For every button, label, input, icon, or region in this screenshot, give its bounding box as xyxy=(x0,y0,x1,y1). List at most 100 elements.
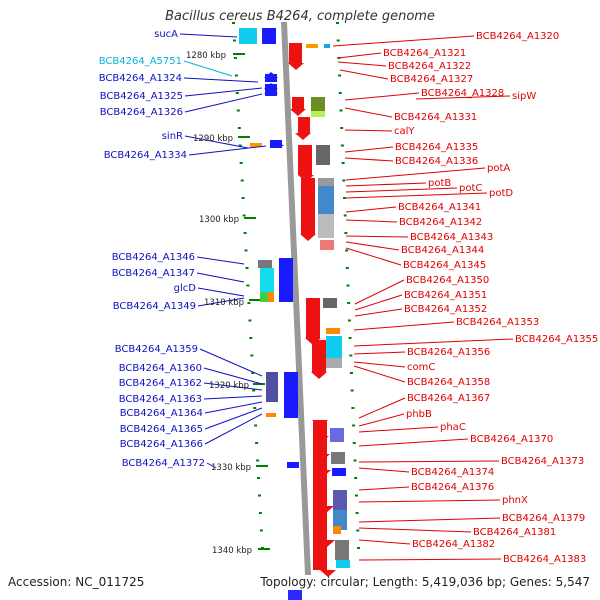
right-gene-leader xyxy=(358,460,500,463)
right-gene-leader xyxy=(345,182,427,187)
left-gene-label: BCB4264_A1365 xyxy=(120,424,203,435)
left-gene-feature xyxy=(268,292,274,302)
right-gene-feature xyxy=(318,178,334,186)
right-gene-leader xyxy=(345,247,402,266)
left-gene-label: sucA xyxy=(154,29,178,40)
left-arrow-icon xyxy=(279,262,293,268)
track-tick-right xyxy=(352,424,356,427)
right-gene-label: BCB4264_A1376 xyxy=(411,482,494,493)
right-gene-feature xyxy=(326,328,340,334)
track-tick-left xyxy=(247,302,251,304)
left-arrow-icon xyxy=(264,72,278,78)
right-gene-label: potA xyxy=(487,163,510,174)
left-gene-label: BCB4264_A1325 xyxy=(100,91,183,102)
track-tick-right xyxy=(342,179,346,182)
right-gene-label: calY xyxy=(394,126,415,137)
track-tick-left xyxy=(233,57,237,59)
right-gene-leader xyxy=(354,279,405,305)
right-gene-label: BCB4264_A1374 xyxy=(411,467,494,478)
right-gene-label: BCB4264_A1341 xyxy=(398,202,481,213)
track-tick-left xyxy=(254,424,258,427)
right-gene-leader xyxy=(353,365,406,383)
track-tick-left xyxy=(242,214,246,217)
right-gene-feature xyxy=(292,97,304,109)
track-tick-right xyxy=(338,74,342,77)
left-gene-label: BCB4264_A1359 xyxy=(115,344,198,355)
left-arrow-icon xyxy=(284,372,298,378)
right-gene-label: phbB xyxy=(406,409,432,420)
kbp-tick-label: 1330 kbp xyxy=(211,463,251,473)
track-tick-right xyxy=(346,284,350,287)
track-tick-right xyxy=(341,162,345,164)
right-gene-feature xyxy=(318,214,334,238)
left-gene-feature xyxy=(287,462,299,468)
right-gene-leader xyxy=(344,129,393,132)
right-gene-label: BCB4264_A1355 xyxy=(515,334,598,345)
left-gene-label: sinR xyxy=(162,131,183,142)
right-gene-label: BCB4264_A1343 xyxy=(410,232,493,243)
track-tick-left xyxy=(237,127,241,129)
left-gene-leader xyxy=(203,382,263,391)
right-gene-leader xyxy=(358,527,472,533)
track-tick-left xyxy=(235,92,239,94)
left-gene-leader xyxy=(206,462,217,469)
left-gene-label: BCB4264_A1347 xyxy=(112,268,195,279)
track-tick-left xyxy=(236,109,240,112)
track-tick-right xyxy=(350,389,354,392)
left-gene-leader xyxy=(184,135,249,149)
right-gene-label: BCB4264_A1353 xyxy=(456,317,539,328)
right-gene-label: BCB4264_A1373 xyxy=(501,456,584,467)
left-arrow-icon xyxy=(284,390,298,396)
left-gene-label: BCB4264_A1362 xyxy=(119,378,202,389)
right-arrow-icon xyxy=(288,63,304,70)
right-gene-feature xyxy=(332,468,346,476)
left-gene-leader xyxy=(197,297,245,307)
right-gene-label: BCB4264_A1382 xyxy=(412,539,495,550)
left-gene-label: BCB4264_A5751 xyxy=(99,56,182,67)
left-arrow-icon xyxy=(264,83,278,89)
right-gene-leader xyxy=(358,486,410,491)
left-gene-label: BCB4264_A1326 xyxy=(100,107,183,118)
track-tick-left xyxy=(256,459,260,462)
left-gene-label: BCB4264_A1364 xyxy=(120,408,203,419)
left-gene-feature xyxy=(266,372,278,402)
left-gene-leader xyxy=(204,413,263,445)
right-gene-feature xyxy=(320,240,334,250)
track-tick-left xyxy=(249,337,253,339)
right-gene-feature xyxy=(336,560,350,568)
track-tick-left xyxy=(234,74,238,77)
track-tick-left xyxy=(233,39,236,42)
right-gene-leader xyxy=(358,558,502,561)
left-gene-leader xyxy=(197,287,245,297)
right-arrow-icon xyxy=(300,234,316,241)
left-arrow-icon xyxy=(284,381,298,387)
track-tick-right xyxy=(343,214,347,217)
right-gene-feature xyxy=(333,510,347,530)
left-gene-label: BCB4264_A1349 xyxy=(113,301,196,312)
kbp-tick-label: 1320 kbp xyxy=(209,381,249,391)
kbp-tick-label: 1280 kbp xyxy=(186,51,226,61)
right-gene-leader xyxy=(344,92,420,101)
track-tick-right xyxy=(339,109,343,112)
right-gene-feature xyxy=(306,298,320,338)
track-tick-left xyxy=(253,407,257,409)
right-arrow-icon xyxy=(320,570,336,577)
track-tick-right xyxy=(349,354,353,357)
right-gene-label: BCB4264_A1344 xyxy=(401,245,484,256)
right-gene-leader xyxy=(358,438,469,447)
right-gene-leader xyxy=(358,499,501,503)
track-tick-right xyxy=(343,197,346,199)
track-tick-left xyxy=(259,529,263,532)
left-arrow-icon xyxy=(279,285,293,291)
track-tick-right xyxy=(351,407,355,409)
track-tick-right xyxy=(345,249,349,252)
right-arrow-icon xyxy=(312,420,328,427)
left-gene-leader xyxy=(183,77,259,83)
accession-text: Accession: NC_011725 xyxy=(8,575,145,589)
right-gene-leader xyxy=(345,167,486,181)
right-gene-label: BCB4264_A1331 xyxy=(394,112,477,123)
left-gene-label: BCB4264_A1372 xyxy=(122,458,205,469)
right-gene-label: BCB4264_A1328 xyxy=(421,88,504,99)
track-tick-right xyxy=(344,232,348,234)
